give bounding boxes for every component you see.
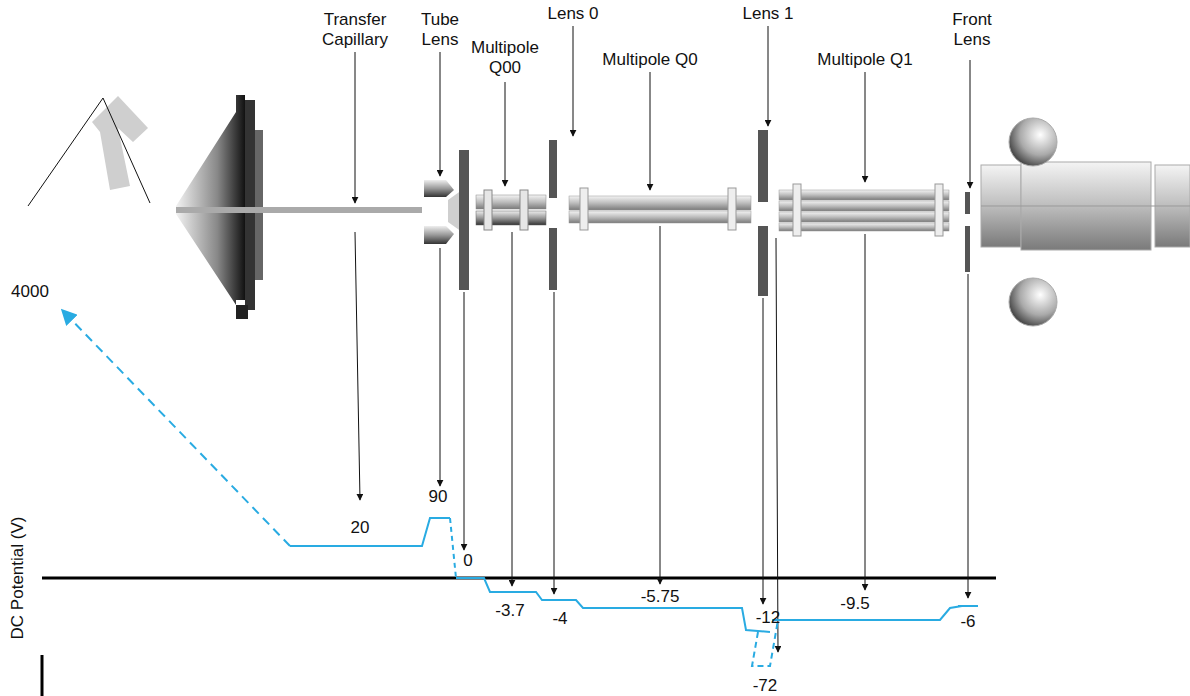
voltage-value: -6 <box>960 612 975 632</box>
potential-dashed <box>450 518 456 578</box>
part-label: Transfer Capillary <box>310 10 400 50</box>
voltage-value: -12 <box>756 608 781 628</box>
part-label: Multipole Q00 <box>463 38 547 78</box>
voltage-value: -9.5 <box>840 594 869 614</box>
voltage-value: -3.7 <box>495 601 524 621</box>
esi-source <box>28 96 150 206</box>
voltage-value: -4 <box>552 609 567 629</box>
transfer-capillary <box>176 207 422 213</box>
skimmer-plate <box>459 150 469 290</box>
multipole-q1 <box>779 184 949 236</box>
voltage-value: -5.75 <box>641 587 680 607</box>
lens-0 <box>549 140 557 290</box>
potential-segment <box>290 518 450 546</box>
voltage-value: 4000 <box>11 282 49 302</box>
front-lens <box>965 192 970 272</box>
part-label: Lens 0 <box>547 4 598 24</box>
part-label: Lens 1 <box>742 4 793 24</box>
tube-lens <box>424 180 462 244</box>
voltage-value: 90 <box>429 487 448 507</box>
voltage-value: -72 <box>753 676 778 696</box>
potential-axes <box>42 578 996 696</box>
part-label: Multipole Q0 <box>602 50 697 70</box>
potential-dashed <box>62 310 290 546</box>
leader-arrows <box>355 26 970 652</box>
part-label: Front Lens <box>946 10 998 50</box>
part-label: Multipole Q1 <box>817 50 912 70</box>
lens-1 <box>758 130 768 296</box>
voltage-value: 0 <box>463 551 472 571</box>
potential-segment <box>456 578 770 632</box>
potential-curve <box>62 310 978 666</box>
axis-title: DC Potential (V) <box>8 517 28 640</box>
multipole-q0 <box>569 188 751 230</box>
voltage-value: 20 <box>351 518 370 538</box>
multipole-q00 <box>476 190 546 230</box>
part-label: Tube Lens <box>414 10 466 50</box>
potential-segment <box>958 605 978 607</box>
ion-trap <box>981 118 1190 326</box>
